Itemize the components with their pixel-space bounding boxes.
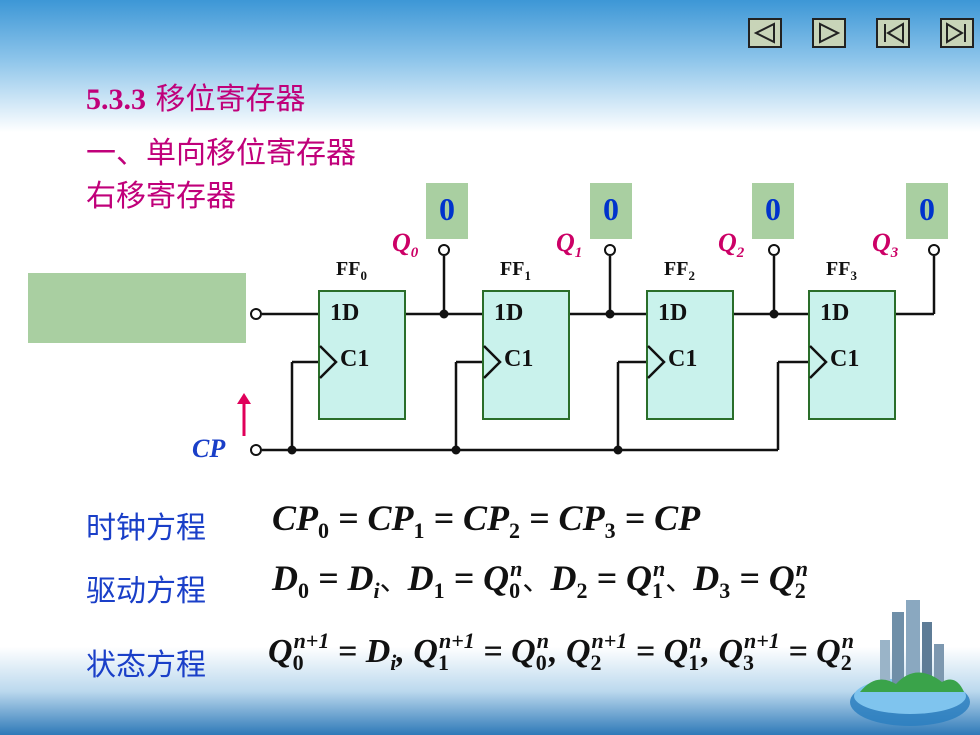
subtitle: 一、单向移位寄存器 [86,136,356,171]
input-sequence-box [28,273,246,343]
ff2-d-pin: 1D [658,300,688,326]
globe-city-icon [850,600,970,726]
ff0-label: FF0 [336,258,367,283]
section-title: 5.3.3 移位寄存器 [86,74,306,118]
q1-label: Q1 [556,228,583,262]
drive-equation: D0 = Di、D1 = Q0n、D2 = Q1n、D3 = Q2n [272,556,808,604]
ff0-c-pin: C1 [340,346,370,372]
output-q2-value: 0 [752,183,794,239]
ff1-c-pin: C1 [504,346,534,372]
sub-subtitle: 右移寄存器 [86,179,236,214]
ff2-label: FF2 [664,258,695,283]
first-slide-button[interactable] [876,18,910,48]
output-q3-value: 0 [906,183,948,239]
clock-label: CP [192,434,226,463]
output-q1-value: 0 [590,183,632,239]
ff1-d-pin: 1D [494,300,524,326]
flip-flop-ff0 [318,290,406,420]
clock-equation-label: 时钟方程 [86,511,206,546]
drive-equation-label: 驱动方程 [86,574,206,609]
output-q0-value: 0 [426,183,468,239]
flip-flop-ff1 [482,290,570,420]
ff3-c-pin: C1 [830,346,860,372]
prev-slide-button[interactable] [748,18,782,48]
ff2-c-pin: C1 [668,346,698,372]
state-equation: Q0n+1 = Di, Q1n+1 = Q0n, Q2n+1 = Q1n, Q3… [268,628,854,675]
section-number: 5.3.3 [86,83,146,116]
ff3-d-pin: 1D [820,300,850,326]
q2-label: Q2 [718,228,745,262]
next-slide-button[interactable] [812,18,846,48]
q0-label: Q0 [392,228,419,262]
rising-edge-arrow-icon [237,393,251,436]
last-slide-button[interactable] [940,18,974,48]
clock-equation: CP0 = CP1 = CP2 = CP3 = CP [272,498,701,544]
ff3-label: FF3 [826,258,857,283]
ff1-label: FF1 [500,258,531,283]
state-equation-label: 状态方程 [86,648,206,683]
q3-label: Q3 [872,228,899,262]
flip-flop-ff2 [646,290,734,420]
flip-flop-ff3 [808,290,896,420]
section-title-text: 移位寄存器 [155,82,306,117]
ff0-d-pin: 1D [330,300,360,326]
